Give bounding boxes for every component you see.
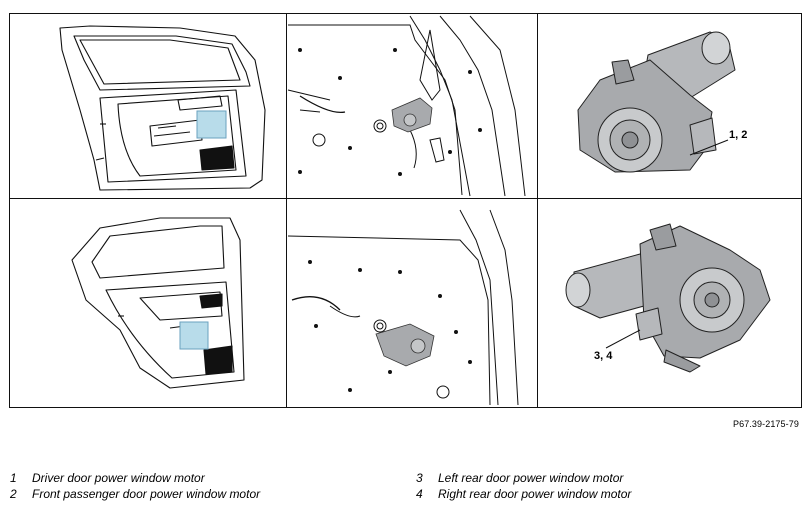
legend-text: Left rear door power window motor: [438, 471, 624, 485]
rear-door-illustration: [71, 217, 245, 389]
legend-number: 1: [10, 471, 17, 485]
door-motor-diagram: 1, 2: [9, 13, 802, 408]
front-motor-callout-line: [689, 139, 729, 156]
legend-number: 2: [10, 487, 17, 501]
rear-motor-callout-line: [605, 329, 641, 349]
front-motor-detail: [577, 31, 736, 173]
front-motor-callout: 1, 2: [729, 129, 747, 141]
legend-text: Right rear door power window motor: [438, 487, 632, 501]
legend-number: 4: [416, 487, 423, 501]
rear-motor-small: [375, 323, 435, 367]
legend-item: 4 Right rear door power window motor: [416, 486, 631, 502]
legend-item: 1 Driver door power window motor: [10, 470, 260, 486]
front-motor-location-highlight: [196, 110, 227, 139]
front-door-panel-bolts: [298, 48, 482, 176]
legend-number: 3: [416, 471, 423, 485]
figure-reference-code: P67.39-2175-79: [733, 419, 799, 429]
rear-motor-location-highlight: [179, 321, 209, 350]
legend-left: 1 Driver door power window motor 2 Front p…: [10, 470, 260, 502]
front-motor-small: [391, 97, 433, 133]
legend-text: Front passenger door power window motor: [32, 487, 261, 501]
legend-item: 2 Front passenger door power window motor: [10, 486, 260, 502]
rear-motor-detail: [565, 223, 771, 373]
rear-door-panel-bolts: [308, 260, 472, 392]
rear-motor-callout: 3, 4: [594, 350, 613, 362]
legend-right: 3 Left rear door power window motor 4 Righ…: [416, 470, 631, 502]
legend-item: 3 Left rear door power window motor: [416, 470, 631, 486]
front-door-inner-panel: [287, 15, 526, 197]
legend-text: Driver door power window motor: [32, 471, 205, 485]
rear-door-inner-panel: [287, 209, 519, 406]
diagram-frame: [9, 13, 802, 408]
front-door-illustration: [59, 25, 266, 191]
